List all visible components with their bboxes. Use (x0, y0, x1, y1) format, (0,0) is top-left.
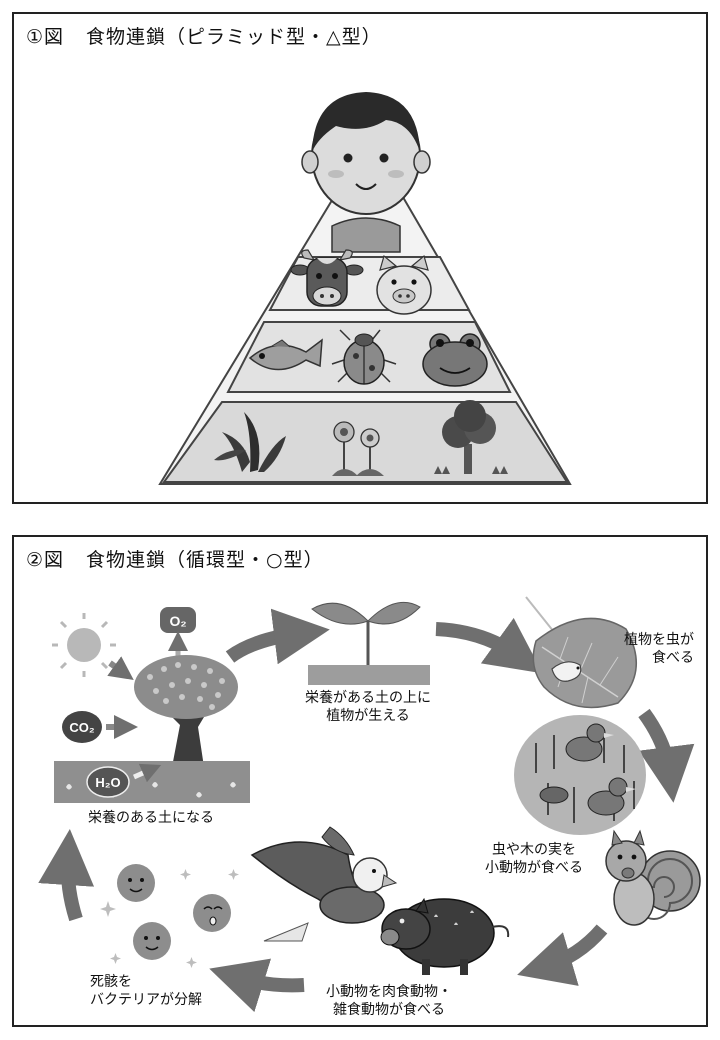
co2-label: CO₂ (69, 720, 95, 735)
eagle-icon (250, 826, 398, 942)
frog-icon (422, 333, 488, 387)
tree-icon (134, 655, 238, 767)
label-bacteria-line1: 死骸を (90, 974, 132, 990)
sprout-icon (308, 601, 430, 685)
co2-molecule-icon: CO₂ (62, 711, 138, 743)
sun-icon (52, 613, 134, 680)
label-predators: 小動物を肉食動物・ 雑食動物が食べる (314, 983, 464, 1019)
label-small-animals-line1: 虫や木の実を (492, 842, 576, 858)
o2-label: O₂ (169, 613, 186, 629)
label-plants-grow: 栄養がある土の上に 植物が生える (298, 689, 438, 725)
figure2-title: ②図食物連鎖（循環型・○型） (26, 545, 324, 572)
arrow-insects-to-small-animals (638, 708, 695, 803)
figure1-panel: ①図食物連鎖（ピラミッド型・△型） (12, 12, 708, 504)
bacteria-icons (100, 864, 239, 968)
fish-icon (248, 338, 323, 371)
cycle-illustration: O₂ CO₂ (38, 596, 701, 1013)
cow-icon (290, 249, 364, 307)
arrow-small-animals-to-predators (517, 924, 608, 986)
o2-molecule-icon: O₂ (160, 607, 196, 659)
flower-icon (332, 421, 384, 476)
arrow-soil-to-plants (225, 608, 330, 665)
label-bacteria: 死骸を バクテリアが分解 (90, 973, 202, 1009)
seaweed-icon (214, 412, 286, 472)
arrow-plants-to-insects (435, 617, 543, 674)
label-insects-eat-line1: 植物を虫が (624, 632, 694, 648)
label-insects-eat: 植物を虫が 食べる (604, 631, 694, 667)
figure2-number: ②図 (26, 549, 65, 571)
figure1-title: ①図食物連鎖（ピラミッド型・△型） (26, 22, 382, 49)
bacterium-icon (193, 894, 231, 932)
arrow-predators-to-bacteria (209, 958, 305, 1013)
figure2-title-text: 食物連鎖（循環型・○型） (86, 549, 324, 571)
label-soil-nutrient: 栄養のある土になる (88, 810, 214, 826)
tree-icon (434, 400, 508, 474)
label-predators-line1: 小動物を肉食動物・ (326, 984, 452, 1000)
bacterium-icon (117, 864, 155, 902)
beetle-icon (331, 329, 397, 385)
arrow-bacteria-to-soil (38, 829, 95, 922)
leaf-with-caterpillar-icon (525, 596, 637, 709)
pyramid-illustration (158, 92, 572, 485)
label-plants-grow-line2: 植物が生える (326, 708, 410, 724)
h2o-molecule-icon: H₂O (86, 763, 162, 798)
h2o-label: H₂O (95, 775, 120, 790)
sparkles (100, 869, 239, 968)
soil-band (54, 761, 250, 803)
ducks-in-grass-icon (514, 715, 646, 835)
label-plants-grow-line1: 栄養がある土の上に (305, 690, 431, 706)
label-small-animals-line2: 小動物が食べる (485, 860, 583, 876)
figure1-title-text: 食物連鎖（ピラミッド型・△型） (86, 26, 382, 48)
figure1-number: ①図 (26, 26, 65, 48)
label-insects-eat-line2: 食べる (652, 650, 694, 666)
human-icon (301, 92, 431, 253)
bacterium-icon (133, 922, 171, 960)
label-bacteria-line2: バクテリアが分解 (90, 992, 202, 1008)
label-predators-line2: 雑食動物が食べる (333, 1002, 445, 1018)
label-small-animals: 虫や木の実を 小動物が食べる (474, 841, 594, 877)
squirrel-icon (605, 829, 701, 926)
pig-icon (376, 254, 432, 315)
boar-icon (380, 897, 510, 975)
figure2-panel: ②図食物連鎖（循環型・○型） O₂ (12, 535, 708, 1027)
